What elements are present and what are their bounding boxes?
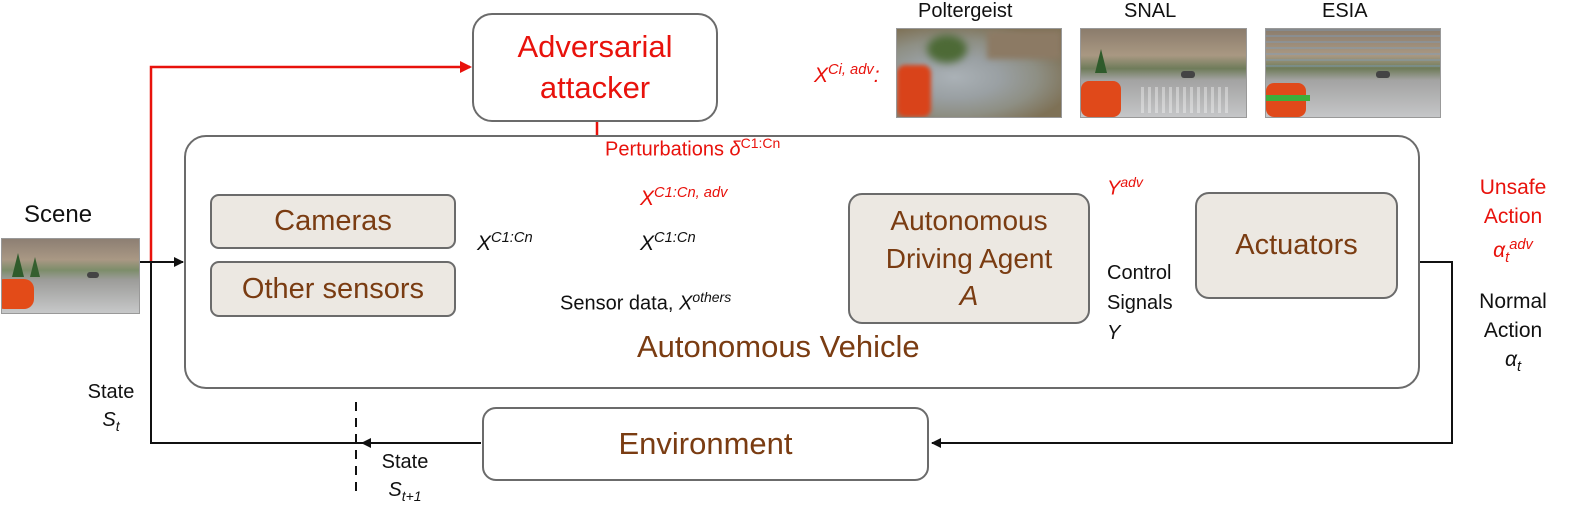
- state-current-line-1: State: [87, 381, 135, 403]
- sensor-data-superscript: others: [692, 289, 732, 305]
- control-signals-symbol: Y: [1107, 322, 1121, 344]
- sensor-data-label: Sensor data, Xothers: [560, 289, 731, 316]
- x-camera-base: X: [477, 232, 492, 255]
- normal-action-label: Normal Action αt: [1458, 287, 1568, 382]
- y-adv-superscript: adv: [1120, 174, 1143, 190]
- state-next-base: S: [388, 479, 402, 501]
- state-current-label: State St: [78, 378, 144, 440]
- unsafe-action-symbol: αtadv: [1458, 231, 1568, 273]
- state-current-subscript: t: [115, 418, 120, 434]
- other-sensors-label: Other sensors: [241, 272, 425, 305]
- x-camera-superscript: C1:Cn: [491, 230, 533, 246]
- x-adv-label: XC1:Cn, adv: [640, 185, 728, 211]
- snal-image: [1080, 28, 1247, 118]
- actuators-to-environment-arrow: [931, 261, 1453, 448]
- normal-action-subscript: t: [1516, 359, 1522, 376]
- normal-action-base: α: [1504, 348, 1517, 371]
- other-sensors-box: Other sensors: [210, 261, 456, 317]
- x-ci-adv-label: XCi, adv:: [814, 62, 880, 88]
- sensor-data-text: Sensor data,: [560, 292, 679, 315]
- y-adv-label: Yadv: [1107, 174, 1143, 201]
- y-adv-base: Y: [1107, 177, 1121, 200]
- state-next-subscript: t+1: [401, 488, 422, 504]
- unsafe-action-label: Unsafe Action αtadv: [1458, 173, 1568, 273]
- state-current-base: S: [102, 409, 116, 431]
- actuators-box: Actuators: [1195, 192, 1398, 299]
- normal-action-symbol: αt: [1458, 345, 1568, 382]
- x-clean-superscript: C1:Cn: [654, 230, 696, 246]
- scene-label: Scene: [24, 201, 93, 228]
- autonomous-vehicle-label: Autonomous Vehicle: [637, 329, 920, 364]
- x-adv-base: X: [640, 187, 655, 210]
- poltergeist-image: [896, 28, 1062, 118]
- perturbations-symbol: δ: [729, 138, 741, 161]
- attack-example-title-2: SNAL: [1124, 0, 1177, 22]
- scene-to-attacker-arrow: [149, 61, 472, 262]
- x-clean-base: X: [640, 232, 655, 255]
- driving-agent-symbol: A: [959, 280, 979, 312]
- normal-action-line-1: Normal: [1479, 290, 1547, 313]
- state-next-label: State St+1: [370, 448, 440, 510]
- attack-example-title-3: ESIA: [1322, 0, 1368, 22]
- cameras-box: Cameras: [210, 194, 456, 249]
- state-next-line-1: State: [381, 451, 429, 473]
- unsafe-action-line-1: Unsafe: [1479, 176, 1547, 199]
- unsafe-action-line-2: Action: [1483, 205, 1543, 228]
- perturbations-superscript: C1:Cn: [740, 135, 781, 151]
- driving-agent-label-2: Driving Agent: [885, 242, 1053, 274]
- x-adv-superscript: C1:Cn, adv: [654, 185, 728, 201]
- control-signals-label: Control Signals Y: [1107, 258, 1173, 348]
- driving-agent-label-1: Autonomous: [890, 204, 1048, 236]
- actuators-label: Actuators: [1235, 229, 1358, 261]
- unsafe-action-base: α: [1493, 239, 1506, 262]
- unsafe-action-subscript: t: [1505, 250, 1510, 267]
- unsafe-action-superscript: adv: [1509, 237, 1533, 253]
- x-ci-adv-colon: :: [873, 64, 880, 87]
- esia-image: [1265, 28, 1441, 118]
- cameras-label: Cameras: [274, 205, 392, 237]
- state-feedback-line: [150, 262, 362, 444]
- x-camera-label: XC1:Cn: [477, 230, 533, 256]
- adversarial-attacker-label: Adversarial attacker: [517, 29, 673, 105]
- perturbations-text: Perturbations: [605, 138, 730, 161]
- x-ci-adv-superscript: Ci, adv: [828, 62, 874, 78]
- sensor-data-base: X: [678, 292, 693, 315]
- x-ci-adv-base: X: [814, 64, 829, 87]
- normal-action-line-2: Action: [1483, 319, 1543, 342]
- environment-box: Environment: [482, 407, 929, 481]
- driving-agent-box: Autonomous Driving Agent A: [848, 193, 1090, 324]
- x-clean-label: XC1:Cn: [640, 230, 696, 256]
- attack-example-title-1: Poltergeist: [918, 0, 1013, 22]
- scene-image: [1, 238, 140, 314]
- perturbations-label: Perturbations δC1:Cn: [605, 135, 780, 162]
- state-current-symbol: St: [78, 406, 144, 440]
- adversarial-attacker-box: Adversarial attacker: [472, 13, 718, 122]
- control-signals-line-2: Signals: [1107, 292, 1173, 314]
- control-signals-line-1: Control: [1107, 262, 1172, 284]
- environment-label: Environment: [618, 426, 793, 461]
- state-next-symbol: St+1: [370, 476, 440, 510]
